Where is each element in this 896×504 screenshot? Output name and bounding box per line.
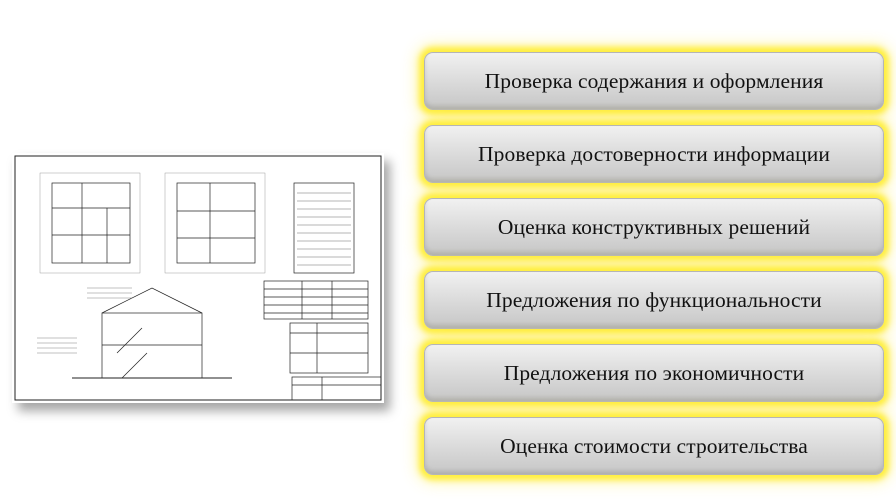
item-construction-cost-button[interactable]: Оценка стоимости строительства xyxy=(424,417,884,475)
item-label: Предложения по функциональности xyxy=(486,287,822,312)
item-functionality-button[interactable]: Предложения по функциональности xyxy=(424,271,884,329)
item-info-reliability-button[interactable]: Проверка достоверности информации xyxy=(424,125,884,183)
item-economy-button[interactable]: Предложения по экономичности xyxy=(424,344,884,402)
item-label: Проверка достоверности информации xyxy=(478,141,830,166)
item-label: Предложения по экономичности xyxy=(503,360,805,385)
item-design-solutions-button[interactable]: Оценка конструктивных решений xyxy=(424,198,884,256)
blueprint-illustration xyxy=(14,155,382,401)
item-label: Оценка конструктивных решений xyxy=(497,214,811,239)
item-label: Проверка содержания и оформления xyxy=(484,68,824,93)
item-content-check-button[interactable]: Проверка содержания и оформления xyxy=(424,52,884,110)
item-label: Оценка стоимости строительства xyxy=(500,433,808,458)
checklist-panel: Проверка содержания и оформления Проверк… xyxy=(412,40,896,500)
architectural-drawing-image xyxy=(12,153,384,403)
